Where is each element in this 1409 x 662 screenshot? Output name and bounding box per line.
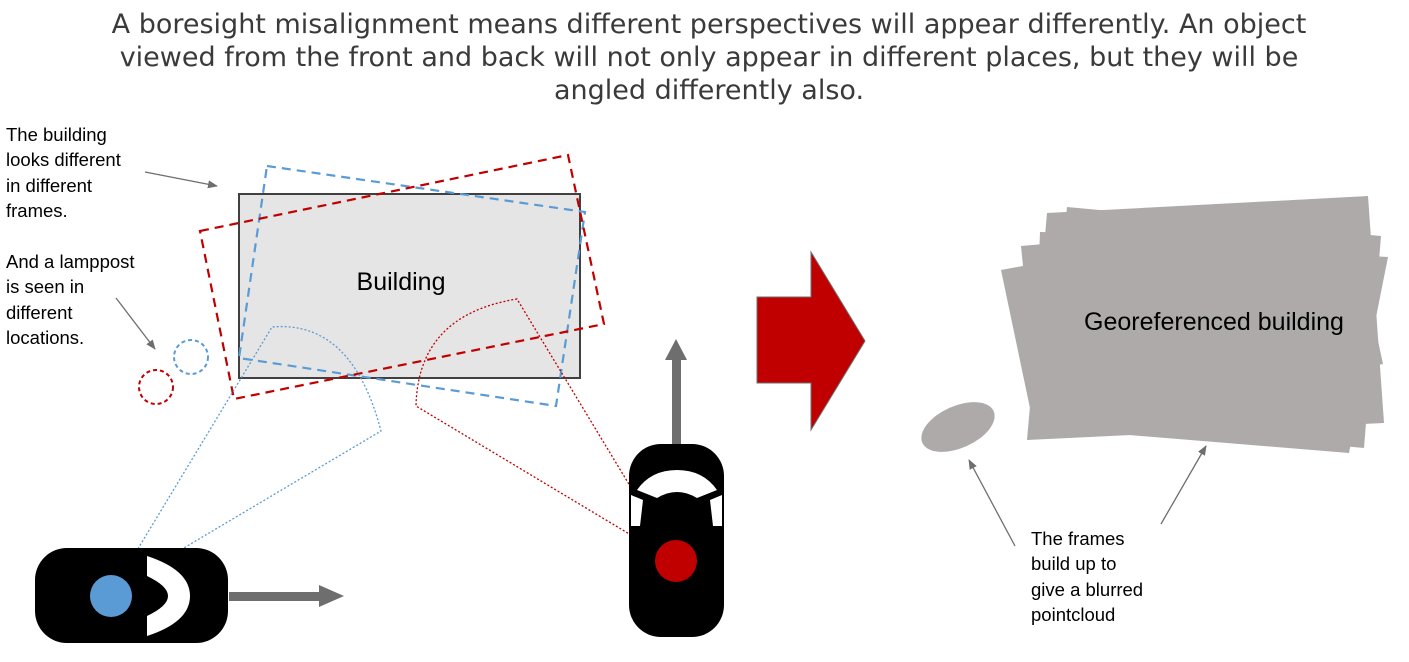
building-pointer-arrow <box>144 171 218 189</box>
blurred-lamppost <box>921 402 995 452</box>
lamppost-pointer-arrow <box>115 297 156 350</box>
pointcloud-note: The frames build up to give a blurred po… <box>1031 528 1143 625</box>
building-label: Building <box>357 268 446 296</box>
blue-car-direction-arrow <box>229 585 344 607</box>
title-line-3: angled differently also. <box>554 75 864 106</box>
lamppost-note-line-3: different <box>6 302 73 323</box>
lamppost-note: And a lamppost is seen in different loca… <box>6 251 135 348</box>
blue-car-icon <box>35 548 228 643</box>
blue-sensor <box>90 575 132 617</box>
georeferenced-building <box>1001 196 1388 453</box>
red-field-of-view <box>415 298 677 563</box>
pointcloud-note-line-1: The frames <box>1031 528 1125 549</box>
building-rect <box>238 193 581 379</box>
title: A boresight misalignment means different… <box>112 9 1307 106</box>
pointcloud-building-arrow <box>1160 445 1207 525</box>
building-note-line-4: frames. <box>6 200 68 221</box>
georeferenced-label: Georeferenced building <box>1084 308 1344 336</box>
blue-frame-outline <box>237 164 587 408</box>
building-note-line-1: The building <box>6 124 107 145</box>
lamppost-note-line-2: is seen in <box>6 276 84 297</box>
lamppost-blue-circle <box>173 339 209 375</box>
red-frame-outline <box>198 153 606 401</box>
lamppost-note-line-4: locations. <box>6 327 84 348</box>
pointcloud-note-line-3: give a blurred <box>1031 579 1143 600</box>
georef-frame-6 <box>1031 238 1388 453</box>
pointcloud-note-line-2: build up to <box>1031 553 1116 574</box>
building-note: The building looks different in differen… <box>6 124 121 221</box>
title-line-2: viewed from the front and back will not … <box>120 42 1299 73</box>
right-arrow-icon <box>756 250 866 432</box>
pointcloud-note-line-4: pointcloud <box>1031 604 1115 625</box>
title-line-1: A boresight misalignment means different… <box>112 9 1307 40</box>
pointcloud-lamppost-arrow <box>968 459 1016 547</box>
red-car-direction-arrow <box>665 339 687 444</box>
lamppost-note-line-1: And a lamppost <box>6 251 135 272</box>
blue-field-of-view <box>112 325 382 591</box>
building-note-line-3: in different <box>6 175 92 196</box>
building-note-line-2: looks different <box>6 149 121 170</box>
red-sensor <box>655 540 697 582</box>
red-car-icon <box>629 444 724 637</box>
lamppost-red-circle <box>138 369 174 405</box>
